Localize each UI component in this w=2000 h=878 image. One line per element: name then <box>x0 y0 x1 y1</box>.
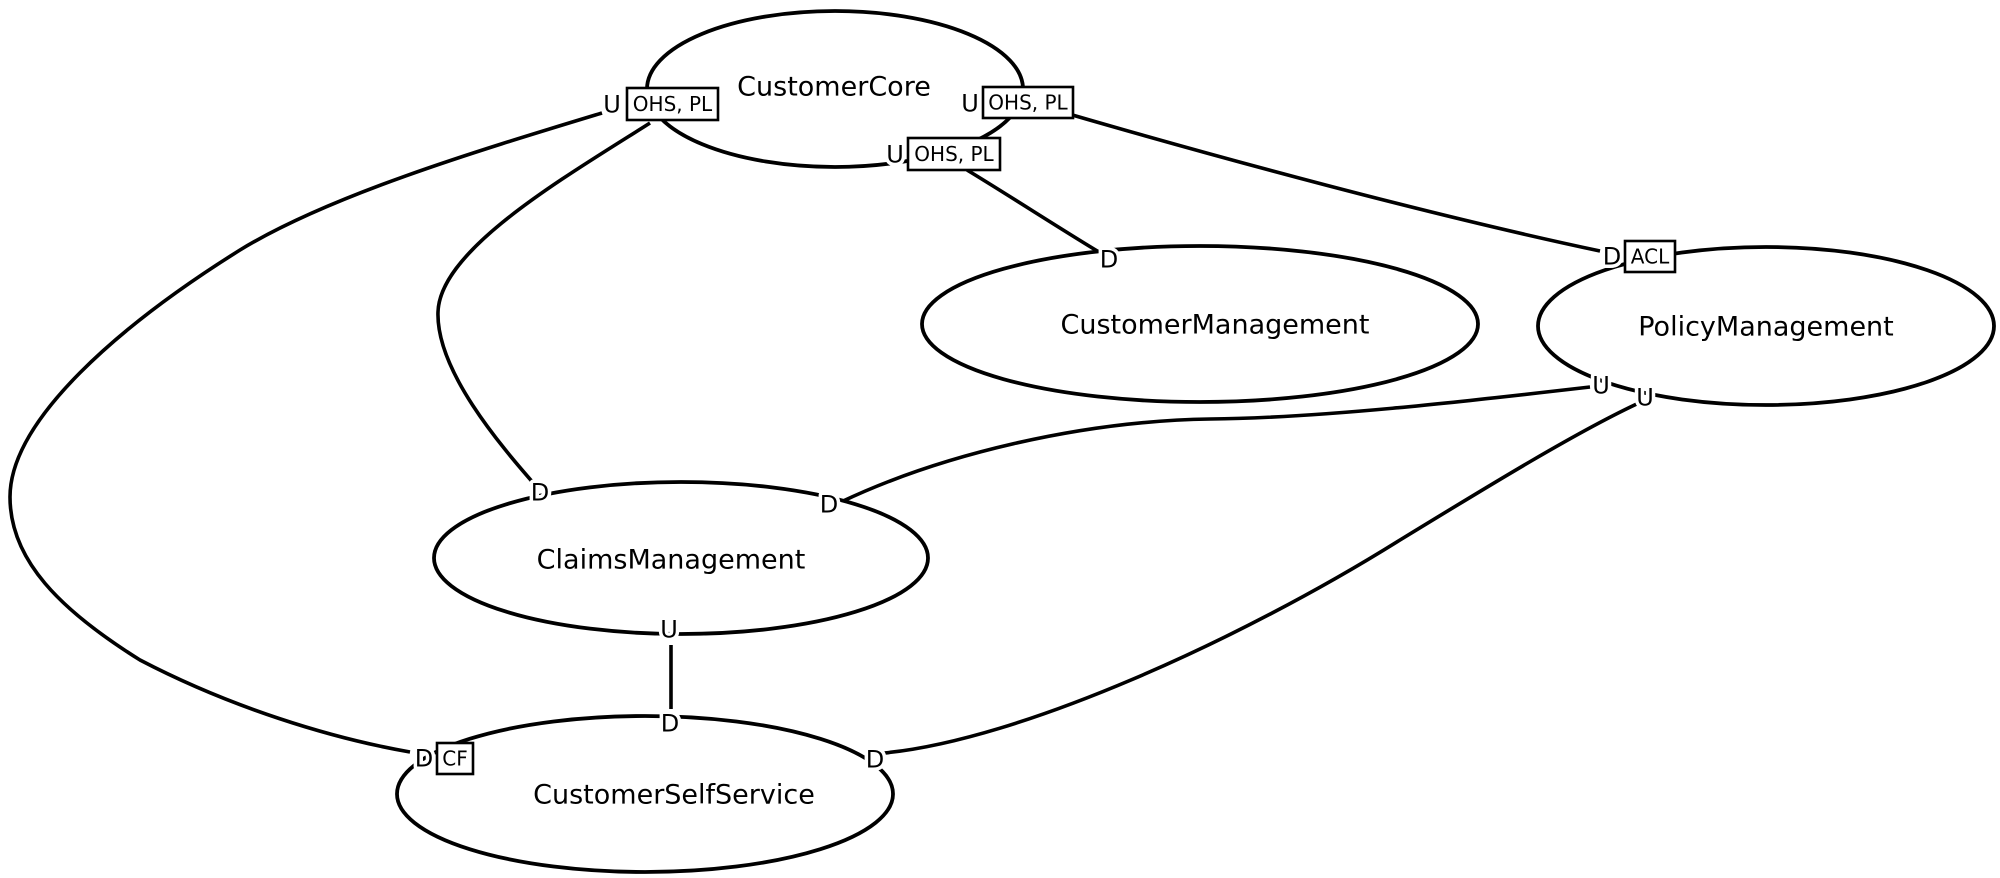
role-marker-upstream-core-right: U <box>961 89 979 117</box>
role-marker-upstream-policymgmt-1: U <box>1592 371 1610 399</box>
pattern-box-layer: OHS, PL OHS, PL OHS, PL ACL CF <box>435 85 1677 776</box>
relationship-edge-policymanagement-to-customerselfservice <box>883 400 1642 755</box>
pattern-box-ohs-pl-core-left <box>625 86 720 122</box>
bounded-context-layer <box>395 9 1996 874</box>
context-label-policy-management: PolicyManagement <box>1638 311 1894 342</box>
relationship-edge-policymanagement-to-claimsmanagement <box>840 385 1591 504</box>
relationship-edge-customercore-to-claimsmanagement <box>436 121 651 488</box>
pattern-box-label-ohs-pl-core-left: OHS, PL <box>633 92 713 116</box>
role-marker-downstream-selfservice-left: D <box>415 744 433 772</box>
bounded-context-policy-management <box>1536 245 1996 407</box>
role-marker-upstream-core-left: U <box>603 90 621 118</box>
pattern-box-label-ohs-pl-core-bottom: OHS, PL <box>914 142 994 166</box>
role-marker-upstream-core-bottom: U <box>886 140 904 168</box>
context-label-customer-core: CustomerCore <box>737 71 931 102</box>
pattern-box-acl-policymgmt <box>1623 239 1677 274</box>
pattern-box-label-ohs-pl-core-right: OHS, PL <box>988 91 1068 115</box>
context-label-claims-management: ClaimsManagement <box>537 544 806 575</box>
role-marker-downstream-selfservice-right: D <box>866 745 884 773</box>
role-marker-downstream-customermgmt: D <box>1100 245 1118 273</box>
role-marker-upstream-policymgmt-2: U <box>1636 383 1654 411</box>
pattern-box-label-acl-policymgmt: ACL <box>1631 245 1670 269</box>
pattern-box-ohs-pl-core-right <box>981 85 1075 120</box>
bounded-context-claims-management <box>432 480 930 636</box>
context-label-customer-management: CustomerManagement <box>1060 309 1369 340</box>
context-label-customer-self-service: CustomerSelfService <box>533 779 815 810</box>
bounded-context-customer-self-service <box>395 714 895 874</box>
relationship-edge-customercore-to-policymanagement <box>1061 110 1601 253</box>
pattern-box-ohs-pl-core-bottom <box>906 136 1002 172</box>
bounded-context-customer-management <box>920 244 1480 404</box>
relationship-edge-customercore-to-customerselfservice <box>8 111 603 754</box>
role-marker-downstream-policymgmt: D <box>1603 242 1621 270</box>
role-marker-downstream-claims-right: D <box>820 490 838 518</box>
role-marker-downstream-claims-left: D <box>531 478 549 506</box>
relationship-edges-layer <box>8 110 1642 755</box>
pattern-box-label-cf-selfservice: CF <box>442 747 467 771</box>
relationship-edge-customercore-to-customermanagement <box>966 168 1105 257</box>
role-marker-upstream-claims-bottom: U <box>660 615 678 643</box>
role-marker-downstream-selfservice-top: D <box>661 709 679 737</box>
pattern-box-cf-selfservice <box>435 741 475 776</box>
